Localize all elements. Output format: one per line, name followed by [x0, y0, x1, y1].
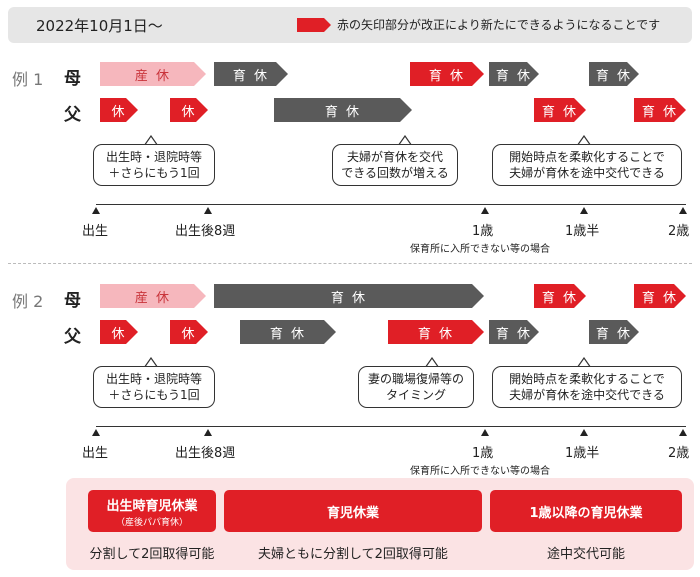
- summary-box-childcare-leave-title: 育児休業: [326, 505, 379, 521]
- example-1-tick-1-year: 1歳: [472, 224, 494, 239]
- example-2-tick-1-year: 1歳: [472, 446, 494, 461]
- example-2-father-bar-leave-1: 育 休: [240, 320, 336, 344]
- example-2-note: 保育所に入所できない等の場合: [410, 466, 550, 477]
- example-1-tick-birth: 出生: [82, 224, 109, 239]
- example-1-tick-1-5-years: 1歳半: [565, 224, 600, 239]
- example-1-tick-marker-icon: [204, 207, 212, 214]
- legend-text: 赤の矢印部分が改正により新たにできるようになることです: [337, 18, 661, 32]
- summary-box-after-1-year-title: 1歳以降の育児休業: [529, 505, 643, 521]
- example-2-tick-marker-icon: [92, 429, 100, 436]
- example-2-callout-3: 開始時点を柔軟化することで 夫婦が育休を途中交代できる: [492, 366, 682, 408]
- example-2-callout-3-pointer-icon: [576, 357, 592, 368]
- example-2-callout-1: 出生時・退院時等 ＋さらにもう1回: [93, 366, 215, 408]
- header-banner: [8, 7, 692, 43]
- example-1-callout-3-pointer-icon: [576, 135, 592, 146]
- example-2-father-bar-leave-4: 育 休: [589, 320, 639, 344]
- example-2-tick-2-years: 2歳: [668, 446, 690, 461]
- example-1-mother-label: 母: [64, 69, 81, 89]
- example-1-mother-bar-leave-3: 育 休: [489, 62, 539, 86]
- example-2-callout-1-pointer-icon: [143, 357, 159, 368]
- example-2-tick-marker-icon: [679, 429, 687, 436]
- example-2-tick-marker-icon: [481, 429, 489, 436]
- summary-box-birth-leave: 出生時育児休業 （産後パパ育休）: [88, 490, 216, 532]
- example-1-mother-bar-leave-4: 育 休: [589, 62, 639, 86]
- example-2-father-label: 父: [64, 327, 81, 347]
- example-1-callout-3: 開始時点を柔軟化することで 夫婦が育休を途中交代できる: [492, 144, 682, 186]
- example-2-father-bar-short-1: 休: [100, 320, 138, 344]
- summary-desc-childcare-leave: 夫婦ともに分割して2回取得可能: [258, 547, 448, 562]
- example-1-father-bar-short-1: 休: [100, 98, 138, 122]
- example-1-mother-bar-leave-1: 育 休: [214, 62, 288, 86]
- example-2-callout-2: 妻の職場復帰等の タイミング: [358, 366, 474, 408]
- example-1-callout-1: 出生時・退院時等 ＋さらにもう1回: [93, 144, 215, 186]
- legend-red-arrow-icon: [297, 18, 331, 32]
- example-2-father-bar-leave-2: 育 休: [388, 320, 484, 344]
- example-1-father-bar-leave-2: 育 休: [534, 98, 586, 122]
- example-2-tick-marker-icon: [580, 429, 588, 436]
- example-2-timeline: [96, 426, 686, 427]
- example-1-label: 例 1: [12, 70, 44, 89]
- example-1-timeline: [96, 204, 686, 205]
- summary-desc-after-1-year: 途中交代可能: [546, 547, 625, 562]
- example-2-mother-label: 母: [64, 291, 81, 311]
- example-1-tick-marker-icon: [580, 207, 588, 214]
- summary-desc-birth-leave: 分割して2回取得可能: [89, 547, 215, 562]
- example-1-father-bar-short-2: 休: [170, 98, 208, 122]
- example-1-tick-2-years: 2歳: [668, 224, 690, 239]
- example-1-tick-marker-icon: [92, 207, 100, 214]
- section-divider: [8, 263, 692, 264]
- example-1-mother-bar-maternity: 産 休: [100, 62, 206, 86]
- summary-box-birth-leave-subtitle: （産後パパ育休）: [115, 517, 188, 528]
- example-1-father-bar-leave-1: 育 休: [274, 98, 412, 122]
- header-title: 2022年10月1日〜: [36, 17, 163, 35]
- example-2-callout-2-pointer-icon: [424, 357, 440, 368]
- example-1-callout-2-pointer-icon: [397, 135, 413, 146]
- example-1-tick-marker-icon: [679, 207, 687, 214]
- example-2-label: 例 2: [12, 292, 44, 311]
- example-2-tick-8-weeks: 出生後8週: [175, 446, 236, 461]
- example-1-father-bar-leave-3: 育 休: [634, 98, 686, 122]
- example-2-tick-1-5-years: 1歳半: [565, 446, 600, 461]
- example-2-tick-birth: 出生: [82, 446, 109, 461]
- summary-box-after-1-year: 1歳以降の育児休業: [490, 490, 682, 532]
- example-2-mother-bar-leave-3: 育 休: [634, 284, 686, 308]
- example-2-mother-bar-leave-1: 育 休: [214, 284, 484, 308]
- summary-box-childcare-leave: 育児休業: [224, 490, 482, 532]
- example-1-tick-8-weeks: 出生後8週: [175, 224, 236, 239]
- example-2-mother-bar-leave-2: 育 休: [534, 284, 586, 308]
- summary-box-birth-leave-title: 出生時育児休業: [106, 498, 198, 514]
- example-1-note: 保育所に入所できない等の場合: [410, 244, 550, 255]
- example-2-father-bar-short-2: 休: [170, 320, 208, 344]
- example-2-mother-bar-maternity: 産 休: [100, 284, 206, 308]
- example-2-tick-marker-icon: [204, 429, 212, 436]
- example-1-callout-2: 夫婦が育休を交代 できる回数が増える: [332, 144, 458, 186]
- example-1-father-label: 父: [64, 105, 81, 125]
- example-2-father-bar-leave-3: 育 休: [489, 320, 539, 344]
- example-1-mother-bar-leave-2: 育 休: [410, 62, 484, 86]
- example-1-callout-1-pointer-icon: [143, 135, 159, 146]
- example-1-tick-marker-icon: [481, 207, 489, 214]
